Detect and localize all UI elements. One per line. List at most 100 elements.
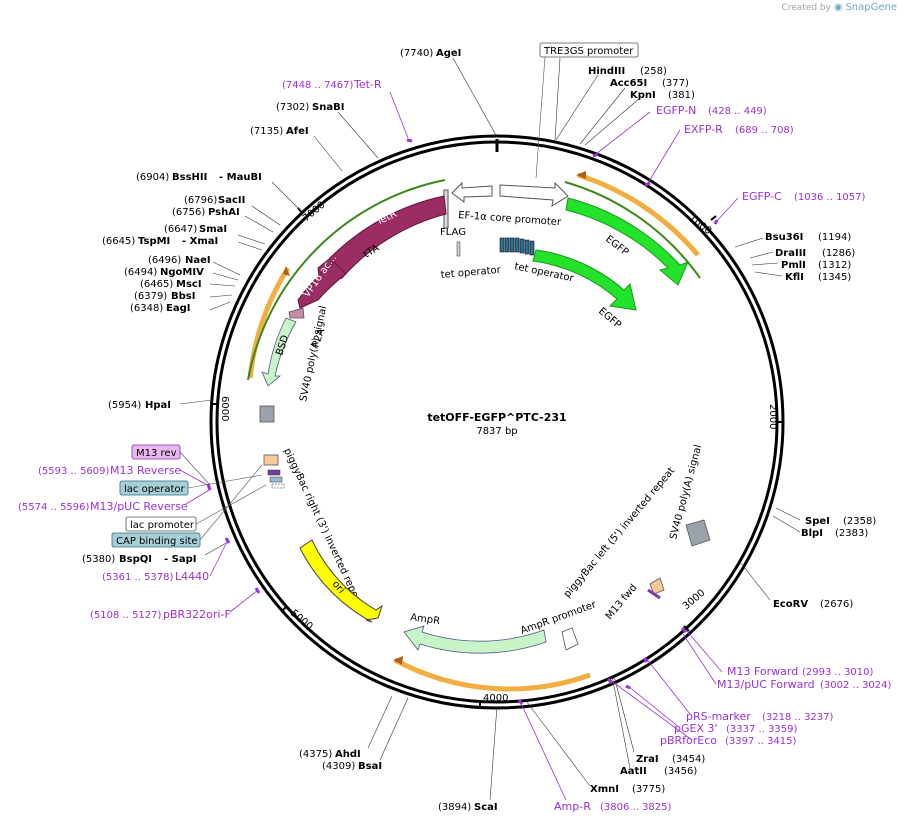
enzyme-pos-pmli: (1312) (818, 260, 851, 271)
orange-arc-egfp-head (576, 171, 586, 179)
egfp-outer-label: EGFP (603, 234, 630, 259)
orange-arc-ampr-head (393, 656, 403, 665)
m13-fwd-label: M13 fwd (604, 582, 640, 622)
enzyme-pos-pshai: (6756) (172, 207, 205, 218)
enzyme-pos-spei: (2358) (843, 516, 876, 527)
enzyme-pos-afei: (7135) (250, 126, 283, 137)
ef1a-promoter-arrow-2 (451, 181, 493, 203)
tick-3000: 3000 (681, 588, 708, 613)
tick-6000: 6000 (219, 396, 230, 421)
enzyme-pos-sacii: (6796) (184, 195, 217, 206)
primer-range-pbrforeco: (3397 .. 3415) (725, 736, 797, 747)
sv40-left-label: SV40 poly(A) signal (298, 305, 329, 403)
m13rev-feature-marker (267, 469, 281, 476)
primer-l4440: L4440 (175, 570, 209, 583)
primer-range-l4440: (5361 .. 5378) (102, 572, 174, 583)
tick-2000: 2000 (767, 404, 778, 429)
enzyme-pos-ngomiv: (6494) (124, 267, 157, 278)
boxed-labels: TRE3GS promoter M13 rev lac operator lac… (111, 42, 639, 548)
enzyme-pos-msci: (6465) (140, 279, 173, 290)
orange-arc-left-head (283, 266, 290, 276)
primer-pbr322ori-f: pBR322ori-F (163, 608, 231, 621)
primer-egfp-n: EGFP-N (656, 104, 696, 117)
cap-binding-label: CAP binding site (116, 536, 198, 547)
enzyme-pos-acc65i: (377) (662, 78, 689, 89)
enzyme-pshai: PshAI (208, 207, 240, 218)
snapgene-credit: Created by ◉ SnapGene (781, 2, 897, 13)
enzyme-msci: MscI (176, 279, 202, 290)
enzyme-bsai: BsaI (358, 761, 382, 772)
primer-prs-marker: pRS-marker (686, 710, 751, 723)
lac-operator-box (119, 480, 189, 496)
enzyme-pos-snabi: (7302) (276, 102, 309, 113)
primer-exfp-r: EXFP-R (684, 123, 723, 136)
credit-prefix: Created by (781, 3, 831, 13)
tick-1000: 1000 (686, 213, 713, 237)
primer-range-m13puc-reverse: (5574 .. 5596) (18, 502, 90, 513)
primer-egfp-c: EGFP-C (742, 190, 782, 203)
primer-range-egfp-n: (428 .. 449) (708, 106, 767, 117)
enzyme-scai: ScaI (474, 802, 498, 813)
enzyme-bsu36i: Bsu36I (765, 232, 803, 243)
egfp-inner-arrow (532, 249, 637, 311)
primer-m13puc-reverse: M13/pUC Reverse (90, 500, 188, 513)
lac-promoter-feature-marker (271, 483, 285, 489)
tet-operator-array (499, 237, 535, 256)
m13-fwd-marker (649, 577, 665, 595)
primer-pgex3: pGEX 3' (674, 722, 718, 735)
enzyme-pos-eagi: (6348) (130, 303, 163, 314)
primer-labels: (7448 .. 7467) Tet-R EGFP-N (428 .. 449)… (18, 78, 892, 813)
ampr-arrow (403, 625, 547, 654)
enzyme-agei: AgeI (436, 48, 461, 59)
primer-m13puc-forward: M13/pUC Forward (717, 678, 815, 691)
enzyme-acc65i: Acc65I (610, 78, 647, 89)
primer-range-pbr322ori-f: (5108 .. 5127) (90, 610, 162, 621)
ori-arrow (299, 539, 383, 623)
enzyme-xmni: XmnI (590, 784, 619, 795)
primer-range-exfp-r: (689 .. 708) (735, 125, 794, 136)
ef1a-label: EF-1α core promoter (458, 210, 562, 228)
enzyme-pos-hpai: (5954) (108, 400, 141, 411)
sv40-left-marker (259, 405, 275, 423)
tick-4000: 4000 (483, 693, 508, 704)
enzyme-hpai: HpaI (145, 400, 171, 411)
enzyme-sapi: - SapI (164, 554, 196, 565)
enzyme-pos-kfli: (1345) (818, 272, 851, 283)
orange-arc-egfp (577, 172, 700, 257)
enzyme-spei: SpeI (805, 516, 830, 527)
pb-right-label: piggyBac right (3') inverted repeat (281, 447, 364, 609)
enzyme-bsshii: BssHII (172, 172, 207, 183)
enzyme-afei: AfeI (286, 126, 309, 137)
green-arc-tta (247, 179, 446, 381)
enzyme-pos-zrai: (3454) (672, 754, 705, 765)
enzyme-pos-kpni: (381) (668, 90, 695, 101)
enzyme-pos-bsshii: (6904) (136, 172, 169, 183)
cap-binding-box (111, 532, 201, 548)
enzyme-smai: SmaI (199, 224, 227, 235)
enzyme-pos-tspmi: (6645) (102, 236, 135, 247)
enzyme-pos-bbsi: (6379) (134, 291, 167, 302)
primer-range-m13-forward: (2993 .. 3010) (802, 667, 874, 678)
enzyme-zrai: ZraI (636, 754, 659, 765)
enzyme-pmli: PmlI (781, 260, 806, 271)
lac-operator-label: lac operator (124, 484, 185, 495)
orange-arc-ampr (393, 657, 591, 692)
primer-tetr: Tet-R (353, 78, 382, 91)
primer-m13-forward: M13 Forward (727, 665, 798, 678)
enzyme-pos-xmni: (3775) (632, 784, 665, 795)
enzyme-eagi: EagI (166, 303, 190, 314)
enzyme-draiii: DraIII (775, 248, 806, 259)
vp16-arrow (297, 261, 347, 309)
m13rev-label: M13 rev (136, 448, 177, 459)
enzyme-ngomiv: NgoMIV (160, 267, 204, 278)
bsd-label: BSD (274, 334, 291, 357)
p2a-marker (288, 307, 305, 319)
enzyme-tspmi: TspMI (138, 236, 170, 247)
cap-feature-marker (263, 454, 279, 466)
primer-range-prs-marker: (3218 .. 3237) (762, 712, 834, 723)
enzyme-pos-draiii: (1286) (822, 248, 855, 259)
enzyme-sacii: SacII (218, 195, 245, 206)
snapgene-logo-icon: ◉ (833, 2, 843, 13)
tre3gs-label: TRE3GS promoter (543, 46, 634, 57)
